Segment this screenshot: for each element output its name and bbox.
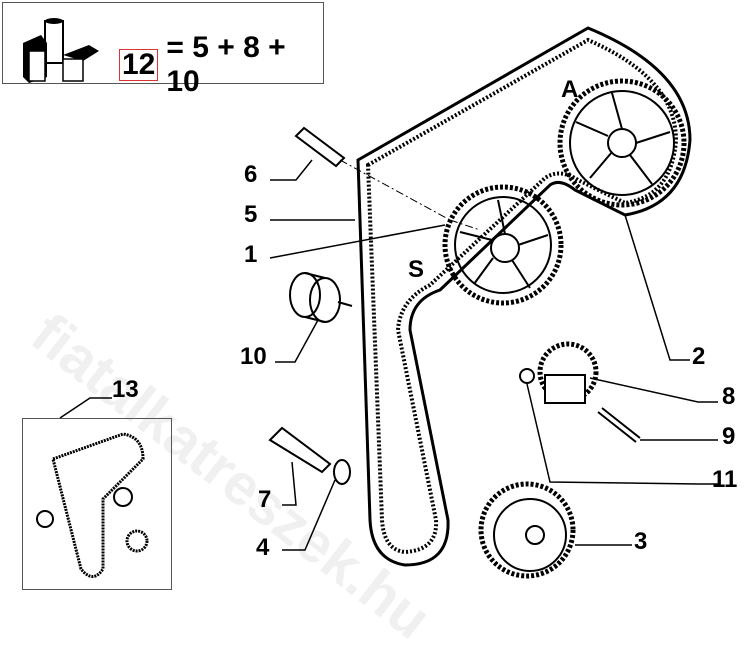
kit-composition-box: 12 = 5 + 8 + 10 <box>2 2 324 98</box>
camshaft-gear-a <box>557 78 687 208</box>
bolt-7 <box>268 426 332 474</box>
label-part-6[interactable]: 6 <box>244 161 258 188</box>
label-part-3[interactable]: 3 <box>634 528 648 555</box>
label-part-7[interactable]: 7 <box>258 486 272 513</box>
kit-number[interactable]: 12 <box>119 49 159 81</box>
washer-4 <box>333 459 351 485</box>
pump-gear-8 <box>537 341 599 404</box>
label-gear-s: S <box>408 256 425 283</box>
nut-11 <box>519 368 535 384</box>
label-part-10[interactable]: 10 <box>240 343 267 370</box>
bolt-6 <box>294 126 346 168</box>
label-gear-a: A <box>561 76 579 103</box>
camshaft-gear-s <box>442 184 564 306</box>
timing-belt <box>356 26 692 567</box>
timing-belt-diagram <box>59 26 718 579</box>
label-part-11[interactable]: 11 <box>712 466 738 493</box>
label-part-5[interactable]: 5 <box>244 201 258 228</box>
label-part-9[interactable]: 9 <box>722 423 736 450</box>
label-part-13[interactable]: 13 <box>112 376 139 403</box>
screw-9 <box>597 407 641 443</box>
tensioner-roller-10 <box>289 272 353 323</box>
kit-boxes-icon <box>23 18 99 83</box>
label-part-2[interactable]: 2 <box>692 343 706 370</box>
label-part-4[interactable]: 4 <box>256 534 270 561</box>
crankshaft-pulley-3 <box>478 481 576 579</box>
belt-routing-thumbnail <box>36 432 149 578</box>
kit-formula: = 5 + 8 + 10 <box>166 31 286 98</box>
label-part-1[interactable]: 1 <box>244 241 258 268</box>
belt-routing-inset <box>22 418 172 590</box>
label-part-8[interactable]: 8 <box>722 383 736 410</box>
